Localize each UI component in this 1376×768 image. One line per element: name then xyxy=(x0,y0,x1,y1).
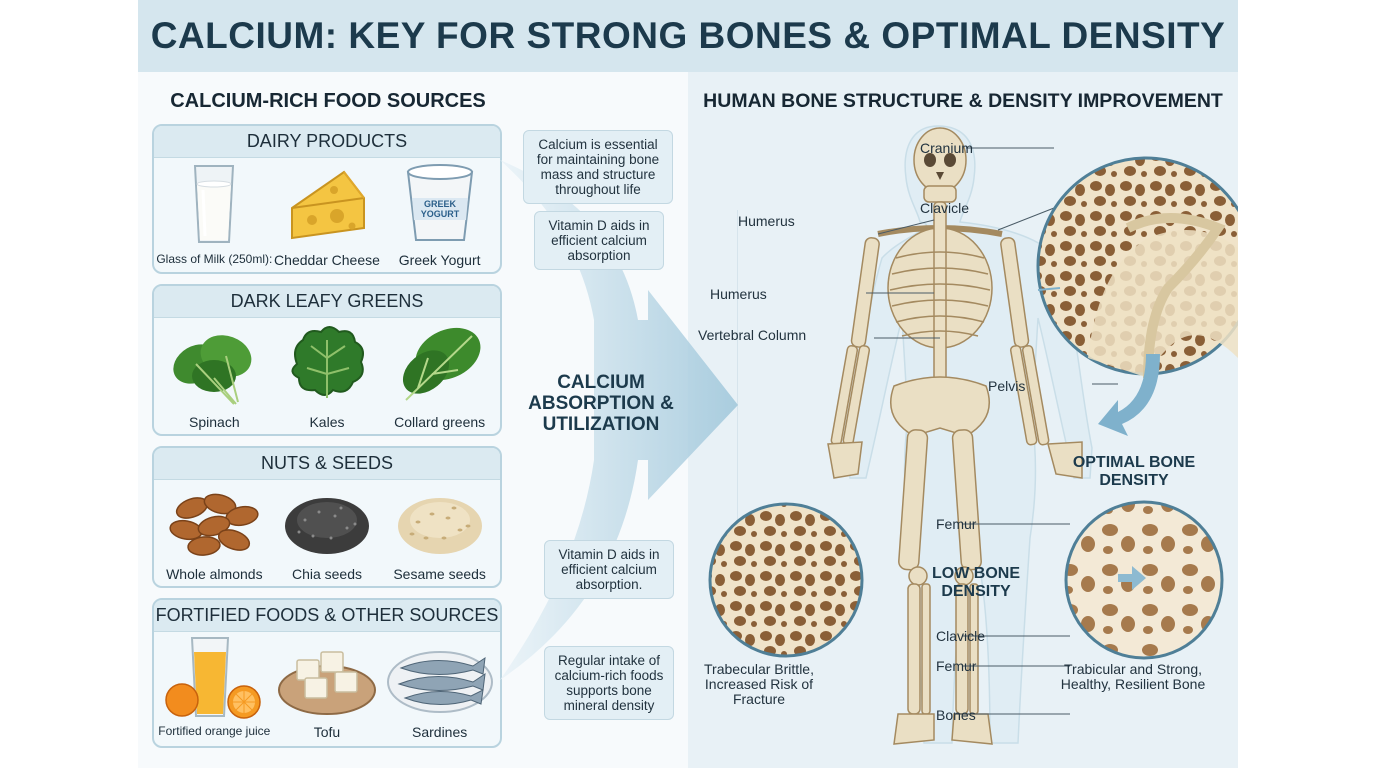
milk-item: Glass of Milk (250ml): xyxy=(156,158,273,268)
yogurt-item: GREEK YOGURT Greek Yogurt xyxy=(384,158,496,268)
label-humerus-top: Humerus xyxy=(738,213,795,229)
yogurt-label: Greek Yogurt xyxy=(398,252,481,268)
label-bones: Bones xyxy=(936,707,976,723)
greens-panel-title: DARK LEAFY GREENS xyxy=(154,286,500,318)
chia-label: Chia seeds xyxy=(291,566,362,582)
yogurt-cup-text-line1: GREEK xyxy=(424,199,457,209)
absorption-flow-arrow xyxy=(500,160,738,680)
kale-label: Kales xyxy=(309,414,345,430)
infographic-page: CALCIUM: KEY FOR STRONG BONES & OPTIMAL … xyxy=(138,0,1238,768)
almonds-item: Whole almonds xyxy=(158,480,270,582)
low-density-caption: Trabecular Brittle, Increased Risk of Fr… xyxy=(704,661,814,707)
optimal-density-circle xyxy=(1064,500,1224,660)
orange-juice-label: Fortified orange juice xyxy=(158,724,271,738)
almonds-icon xyxy=(169,493,259,556)
label-clavicle-top: Clavicle xyxy=(920,200,970,216)
sesame-label: Sesame seeds xyxy=(393,566,486,582)
kale-item: Kales xyxy=(271,318,383,430)
yogurt-cup-icon: GREEK YOGURT xyxy=(406,164,473,241)
dairy-panel-title: DAIRY PRODUCTS xyxy=(154,126,500,158)
tofu-icon xyxy=(277,651,376,715)
cheese-item: Cheddar Cheese xyxy=(271,158,383,268)
food-sources-heading: CALCIUM-RICH FOOD SOURCES xyxy=(170,90,486,112)
milk-glass-icon xyxy=(194,165,235,243)
nuts-seeds-panel: NUTS & SEEDS Whole almonds xyxy=(152,446,502,588)
note-regular-intake: Regular intake of calcium-rich foods sup… xyxy=(544,646,674,720)
note-calcium-essential: Calcium is essential for maintaining bon… xyxy=(523,130,673,204)
spinach-icon xyxy=(173,335,252,405)
bone-structure-heading: HUMAN BONE STRUCTURE & DENSITY IMPROVEME… xyxy=(703,90,1223,112)
label-clavicle-low: Clavicle xyxy=(936,628,986,644)
chia-item: Chia seeds xyxy=(271,480,383,582)
milk-label: Glass of Milk (250ml): xyxy=(156,252,273,266)
tofu-item: Tofu xyxy=(271,632,383,740)
label-cranium: Cranium xyxy=(920,140,973,156)
sesame-item: Sesame seeds xyxy=(384,480,496,582)
spinach-label: Spinach xyxy=(189,414,240,430)
fortified-panel: FORTIFIED FOODS & OTHER SOURCES Fortifie… xyxy=(152,598,502,748)
note-vitamin-d-2: Vitamin D aids in efficient calcium abso… xyxy=(544,540,674,599)
label-vertebral-column: Vertebral Column xyxy=(698,327,807,343)
strong-bone-caption: Trabicular and Strong, Healthy, Resilien… xyxy=(1060,661,1206,692)
sardines-item: Sardines xyxy=(384,632,496,740)
greens-panel: DARK LEAFY GREENS Spinach Kales xyxy=(152,284,502,436)
collard-label: Collard greens xyxy=(394,414,486,430)
nuts-seeds-panel-title: NUTS & SEEDS xyxy=(154,448,500,480)
collard-item: Collard greens xyxy=(384,318,496,430)
cheese-label: Cheddar Cheese xyxy=(274,252,380,268)
label-femur-low: Femur xyxy=(936,658,977,674)
collard-greens-icon xyxy=(402,327,481,401)
label-humerus-mid: Humerus xyxy=(710,286,767,302)
sardines-label: Sardines xyxy=(412,724,468,740)
orange-juice-item: Fortified orange juice xyxy=(158,632,270,740)
page-title: CALCIUM: KEY FOR STRONG BONES & OPTIMAL … xyxy=(150,15,1226,56)
absorption-label: CALCIUM ABSORPTION & UTILIZATION xyxy=(528,372,674,435)
cheese-icon xyxy=(290,170,365,240)
note-vitamin-d-1: Vitamin D aids in efficient calcium abso… xyxy=(534,211,664,270)
low-density-label: LOW BONE DENSITY xyxy=(932,565,1020,600)
sesame-seeds-icon xyxy=(397,498,482,554)
chia-seeds-icon xyxy=(284,498,369,554)
low-density-circle xyxy=(708,502,864,658)
tofu-label: Tofu xyxy=(313,724,341,740)
title-bar: CALCIUM: KEY FOR STRONG BONES & OPTIMAL … xyxy=(138,0,1238,72)
orange-juice-icon xyxy=(165,637,262,719)
yogurt-cup-text-line2: YOGURT xyxy=(420,209,459,219)
skeleton-diagram xyxy=(708,125,1238,745)
fortified-panel-title: FORTIFIED FOODS & OTHER SOURCES xyxy=(154,600,500,632)
dairy-panel: DAIRY PRODUCTS Glass of Milk (250ml): xyxy=(152,124,502,274)
sardines-icon xyxy=(386,651,493,713)
almonds-label: Whole almonds xyxy=(166,566,263,582)
label-pelvis: Pelvis xyxy=(988,378,1026,394)
kale-icon xyxy=(291,326,364,398)
spinach-item: Spinach xyxy=(158,318,270,430)
label-femur-top: Femur xyxy=(936,516,977,532)
optimal-density-label: OPTIMAL BONE DENSITY xyxy=(1072,454,1196,489)
